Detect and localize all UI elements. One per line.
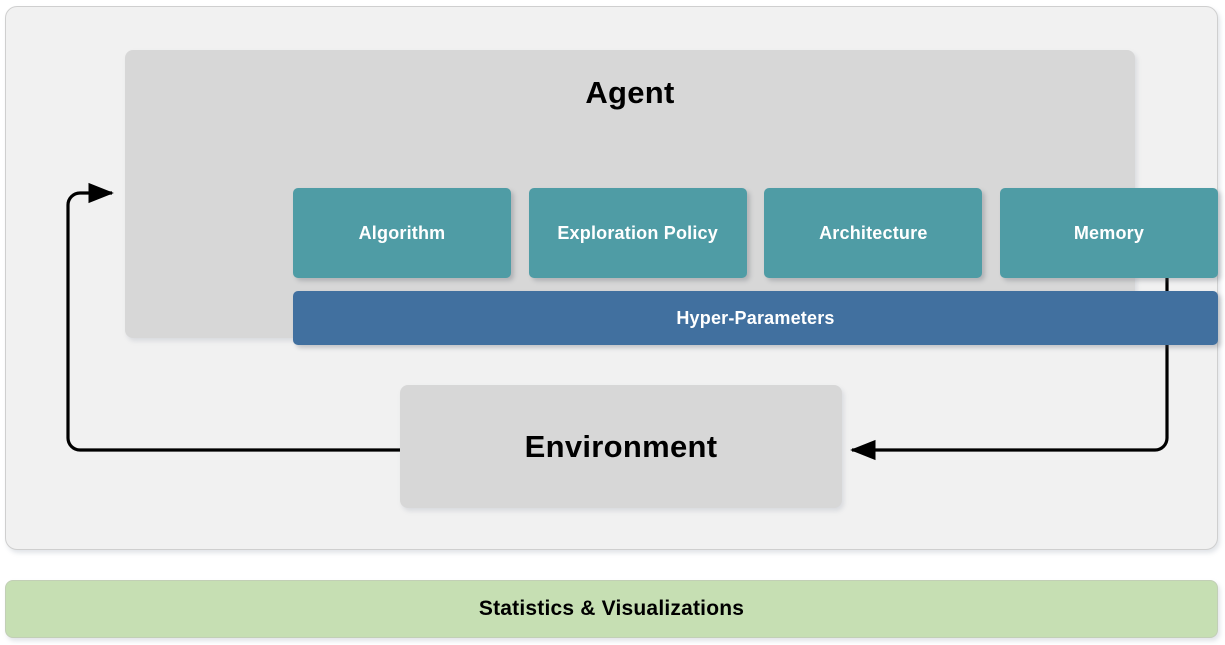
environment-title: Environment bbox=[524, 428, 718, 464]
agent-component-memory[interactable]: Memory bbox=[999, 188, 1218, 278]
agent-component-label: Memory bbox=[1073, 222, 1145, 243]
hyper-parameters-bar[interactable]: Hyper-Parameters bbox=[293, 291, 1218, 345]
agent-component-label: Exploration Policy bbox=[557, 222, 718, 243]
hyper-parameters-label: Hyper-Parameters bbox=[676, 307, 835, 328]
agent-component-architecture[interactable]: Architecture bbox=[764, 188, 983, 278]
agent-title: Agent bbox=[585, 75, 675, 110]
agent-component-exploration-policy[interactable]: Exploration Policy bbox=[528, 188, 747, 278]
statistics-visualizations-banner[interactable]: Statistics & Visualizations bbox=[5, 580, 1218, 638]
environment-box[interactable]: Environment bbox=[400, 385, 842, 508]
agent-component-label: Architecture bbox=[819, 222, 928, 243]
statistics-visualizations-label: Statistics & Visualizations bbox=[478, 597, 745, 620]
agent-component-label: Algorithm bbox=[358, 222, 446, 243]
agent-component-algorithm[interactable]: Algorithm bbox=[293, 188, 511, 278]
agent-component-row: Algorithm Exploration Policy Architectur… bbox=[293, 188, 1218, 278]
agent-panel: Agent Algorithm Exploration Policy Archi… bbox=[125, 50, 1218, 345]
